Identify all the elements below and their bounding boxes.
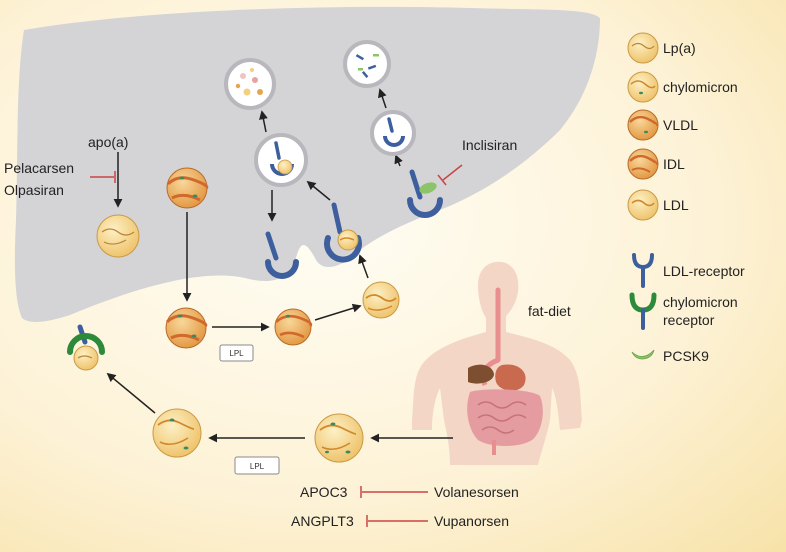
legend-ldl-icon	[627, 189, 659, 221]
lpl-top-label: LPL	[229, 349, 244, 358]
legend-chylomicron-receptor-icon	[629, 292, 657, 330]
pcsk9-internalization-arrow	[394, 154, 403, 167]
vupanorsen-label: Vupanorsen	[434, 513, 509, 529]
body-liver	[468, 364, 494, 384]
fat-diet-label: fat-diet	[528, 303, 571, 319]
remnant-to-receptor-arrow	[106, 372, 156, 414]
lysosome-arrow	[258, 110, 268, 133]
chylomicron-particle	[314, 413, 364, 463]
lysosome-ldl-degraded	[224, 58, 276, 110]
legend-chylomicron-icon	[627, 71, 659, 103]
legend-ldl-receptor-label: LDL-receptor	[663, 263, 745, 279]
idl-to-ldl-arrow	[314, 303, 362, 321]
inclisiran-inhibition	[442, 164, 463, 181]
vldl-particle-liver	[166, 167, 209, 209]
chylomicron-remnant-particle	[152, 408, 202, 458]
pcsk9-lysosome-arrow	[378, 88, 387, 109]
inclisiran-inhibition-bar	[437, 174, 447, 186]
legend-vldl-icon	[627, 109, 659, 141]
lpl-bottom-label: LPL	[250, 462, 265, 471]
human-body-figure	[412, 261, 582, 465]
endosome-ldl	[254, 133, 308, 187]
chylomicron-receptor-bound	[67, 324, 105, 371]
olpasiran-label: Olpasiran	[4, 182, 64, 198]
pelacarsen-label: Pelacarsen	[4, 160, 74, 176]
legend-ldl-receptor-icon	[632, 253, 654, 288]
ldl-up-arrow	[358, 254, 369, 279]
ldl-receptor-pcsk9	[407, 169, 443, 218]
legend: Lp(a) chylomicron VLDL IDL LDL LDL	[627, 32, 745, 364]
lysosome-receptor-degraded	[343, 40, 391, 88]
apoc3-label: APOC3	[300, 484, 348, 500]
ldl-receptor-bound	[324, 202, 362, 263]
apoa-label: apo(a)	[88, 134, 128, 150]
legend-pcsk9-label: PCSK9	[663, 348, 709, 364]
legend-lpa-icon	[627, 32, 659, 64]
legend-lpa-label: Lp(a)	[663, 40, 696, 56]
legend-idl-label: IDL	[663, 156, 685, 172]
ldl-particle	[362, 281, 400, 319]
vldl-particle	[165, 307, 208, 349]
endocytosis-arrow	[306, 180, 331, 201]
volanesorsen-label: Volanesorsen	[434, 484, 519, 500]
legend-ldl-label: LDL	[663, 197, 689, 213]
legend-chylomicron-receptor-label-2: receptor	[663, 312, 715, 328]
angplt3-label: ANGPLT3	[291, 513, 354, 529]
lpl-bottom-box: LPL	[234, 456, 280, 475]
legend-chylomicron-label: chylomicron	[663, 79, 738, 95]
legend-chylomicron-receptor-label-1: chylomicron	[663, 294, 738, 310]
body-stomach	[495, 364, 526, 391]
inclisiran-label: Inclisiran	[462, 137, 517, 153]
legend-vldl-label: VLDL	[663, 117, 698, 133]
endosome-pcsk9	[370, 110, 416, 156]
lpl-top-box: LPL	[219, 344, 254, 362]
legend-pcsk9-icon	[631, 349, 655, 360]
legend-idl-icon	[627, 148, 659, 180]
idl-particle	[274, 308, 313, 346]
lpa-particle-liver	[96, 214, 140, 258]
ldl-receptor-recycled	[265, 231, 299, 279]
